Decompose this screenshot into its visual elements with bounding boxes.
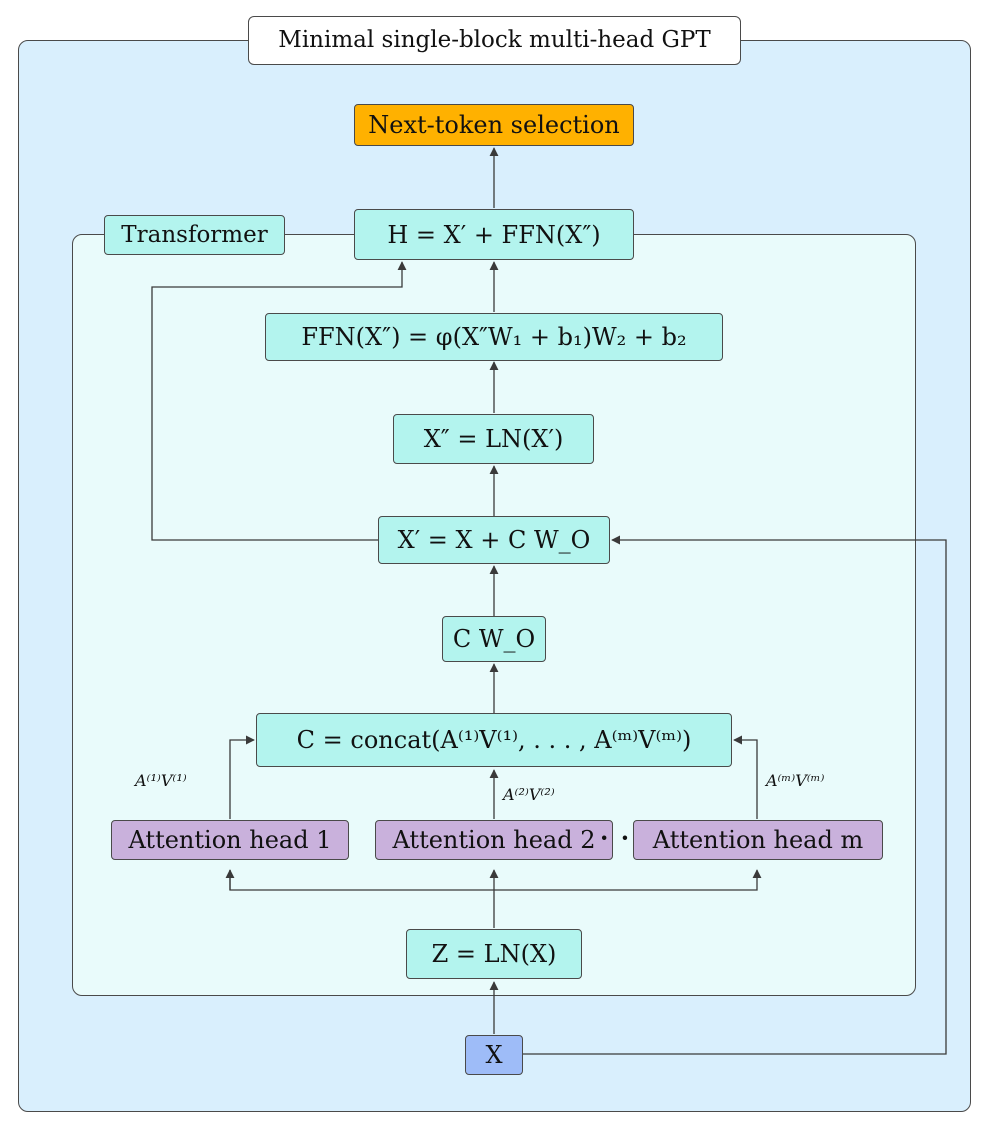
- attention-head-2: Attention head 2: [375, 820, 613, 860]
- headm-output-label: A⁽ᵐ⁾V⁽ᵐ⁾: [766, 771, 825, 790]
- edge-head1-to-concat: [229, 735, 255, 819]
- edge-x1-residual: [151, 261, 407, 541]
- attention-head-m: Attention head m: [633, 820, 883, 860]
- x-double-prime-node: X″ = LN(X′): [393, 414, 594, 464]
- transformer-label: Transformer: [104, 215, 285, 255]
- head2-output-label: A⁽²⁾V⁽²⁾: [503, 785, 555, 804]
- next-token-node: Next-token selection: [354, 104, 634, 146]
- diagram-title: Minimal single-block multi-head GPT: [248, 16, 741, 65]
- h-node: H = X′ + FFN(X″): [354, 209, 634, 260]
- concat-node: C = concat(A⁽¹⁾V⁽¹⁾, . . . , A⁽ᵐ⁾V⁽ᵐ⁾): [256, 713, 732, 767]
- edge-headm-to-concat: [733, 735, 758, 819]
- z-node: Z = LN(X): [406, 929, 582, 979]
- cwo-node: C W_O: [442, 616, 546, 662]
- attention-head-1: Attention head 1: [111, 820, 349, 860]
- x-input-node: X: [465, 1035, 523, 1075]
- head1-output-label: A⁽¹⁾V⁽¹⁾: [135, 771, 187, 790]
- edge-x-residual: [523, 535, 947, 1055]
- ffn-node: FFN(X″) = φ(X″W₁ + b₁)W₂ + b₂: [265, 313, 723, 361]
- x-prime-node: X′ = X + C W_O: [378, 516, 610, 564]
